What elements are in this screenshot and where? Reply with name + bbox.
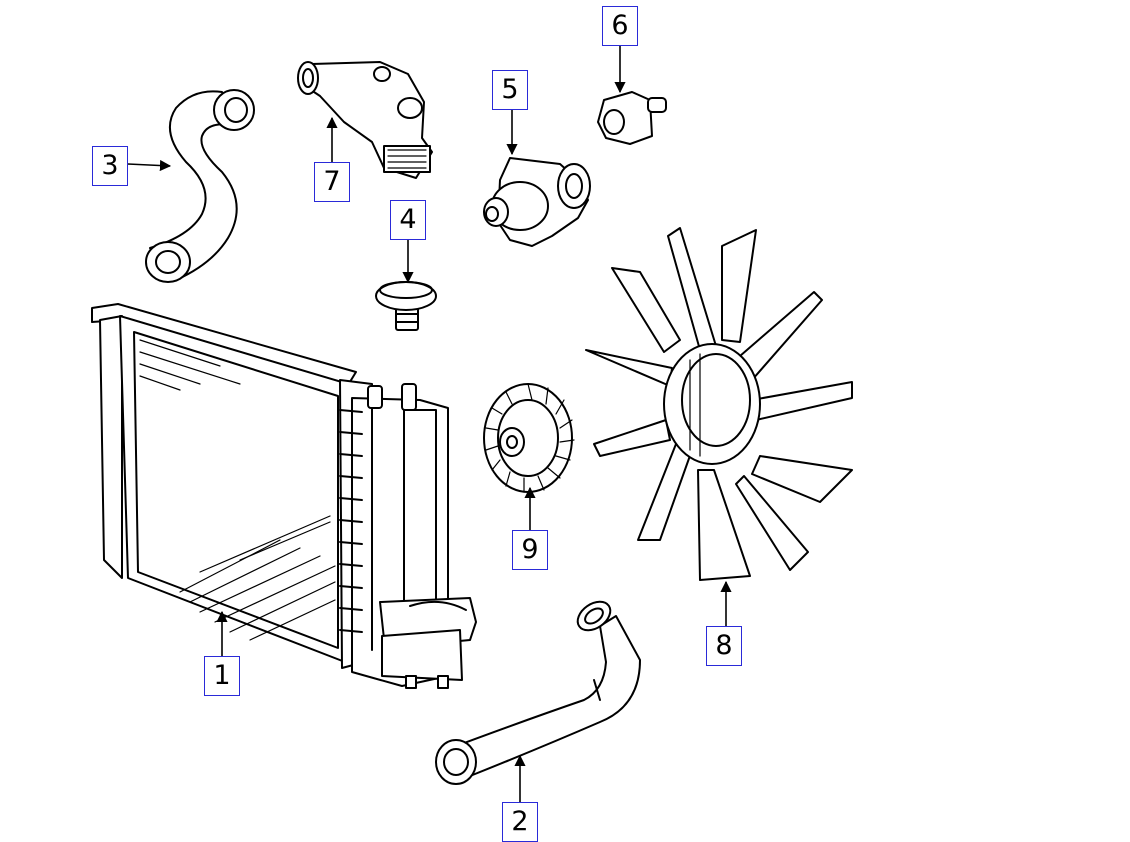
callout-9: 9 xyxy=(512,530,548,570)
callout-6: 6 xyxy=(602,6,638,46)
radiator-cap-part xyxy=(375,281,437,331)
leader-arrows xyxy=(127,46,732,802)
callout-3: 3 xyxy=(92,146,128,186)
thermostat-part xyxy=(597,91,667,145)
callout-8: 8 xyxy=(706,626,742,666)
callout-2: 2 xyxy=(502,802,538,842)
radiator-part xyxy=(91,303,477,689)
water-pump-part xyxy=(483,157,591,247)
fan-clutch-part xyxy=(483,383,575,493)
lower-hose-part xyxy=(435,600,641,785)
callout-7: 7 xyxy=(314,162,350,202)
callout-5: 5 xyxy=(492,70,528,110)
fan-blade-part xyxy=(585,227,853,581)
upper-hose-part xyxy=(145,89,255,283)
callout-4: 4 xyxy=(390,200,426,240)
leader-arrow-3 xyxy=(127,159,172,172)
callout-1: 1 xyxy=(204,656,240,696)
thermostat-housing-part xyxy=(297,61,433,179)
